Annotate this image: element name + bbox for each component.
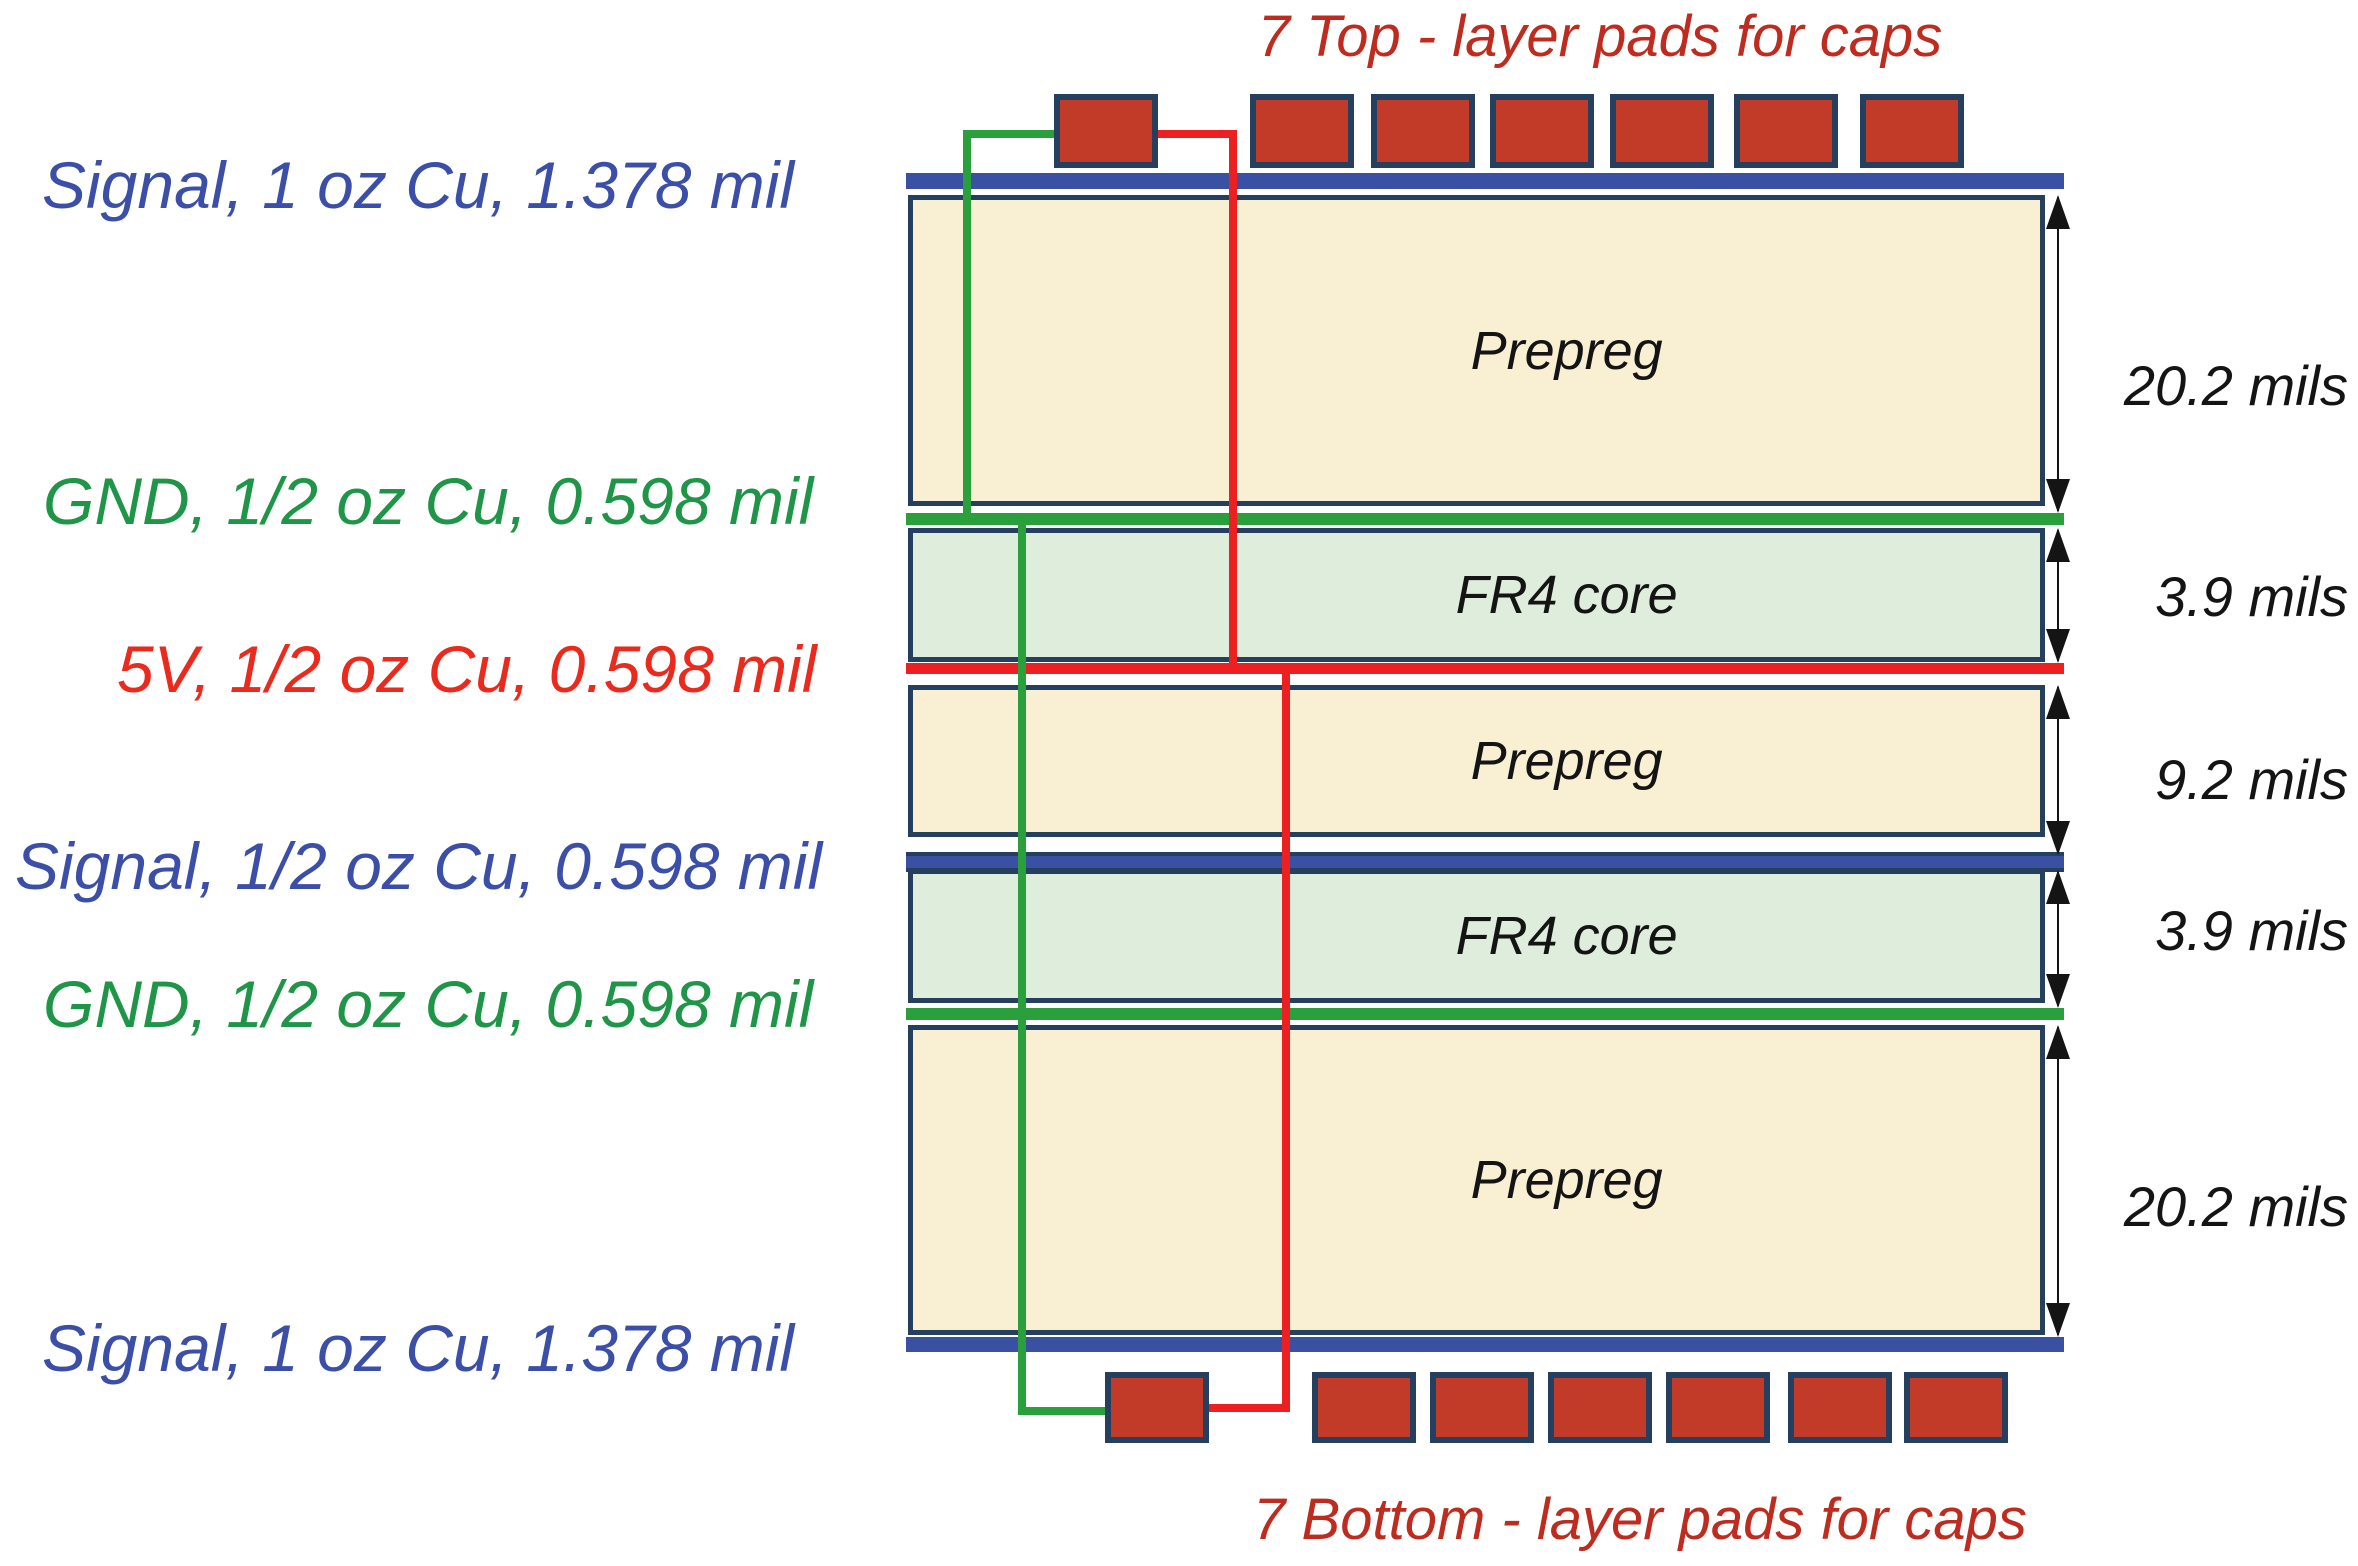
fr4-core-1-label: FR4 core (1455, 565, 1678, 625)
bottom-cap-pad-3 (1430, 1372, 1534, 1443)
red-via-top-connector (1152, 130, 1237, 138)
signal-inner-copper-bar (906, 852, 2064, 872)
top-cap-pad-4 (1490, 94, 1594, 168)
dim-arrow-down-icon (2046, 821, 2070, 855)
layer-label-signal-inner: Signal, 1/2 oz Cu, 0.598 mil (15, 829, 823, 903)
dim-line (2057, 872, 2059, 1006)
dim-arrow-fr4-1 (2046, 528, 2070, 663)
red-via-bottom-connector (1206, 1404, 1290, 1412)
top-cap-pad-3 (1371, 94, 1475, 168)
fr4-core-block-1: FR4 core (908, 528, 2045, 662)
layer-label-gnd-1: GND, 1/2 oz Cu, 0.598 mil (43, 464, 814, 538)
prepreg-2-label: Prepreg (1470, 731, 1663, 791)
dim-label-prepreg-2: 9.2 mils (2155, 748, 2348, 811)
bottom-cap-pad-7 (1904, 1372, 2008, 1443)
bottom-cap-pad-2 (1312, 1372, 1416, 1443)
top-cap-pad-1-via (1054, 94, 1158, 168)
dim-arrow-prepreg-2 (2046, 685, 2070, 855)
dim-label-prepreg-3: 20.2 mils (2123, 1175, 2348, 1238)
dim-arrow-fr4-2 (2046, 870, 2070, 1008)
bottom-cap-pad-1-via (1105, 1372, 1209, 1443)
signal-bottom-copper-bar (906, 1337, 2064, 1352)
dim-label-fr4-2: 3.9 mils (2155, 899, 2348, 962)
layer-label-signal-bottom: Signal, 1 oz Cu, 1.378 mil (42, 1311, 795, 1385)
dim-arrow-down-icon (2046, 1303, 2070, 1337)
dim-arrow-prepreg-1 (2046, 195, 2070, 513)
bottom-pads-title: 7 Bottom - layer pads for caps (1253, 1487, 2027, 1552)
dim-arrow-up-icon (2046, 685, 2070, 719)
dim-arrow-down-icon (2046, 974, 2070, 1008)
power-5v-copper-bar (906, 663, 2064, 674)
top-pads-title: 7 Top - layer pads for caps (1257, 4, 1943, 69)
dim-arrow-down-icon (2046, 479, 2070, 513)
dim-label-prepreg-1: 20.2 mils (2123, 354, 2348, 417)
bottom-cap-pad-6 (1788, 1372, 1892, 1443)
dim-label-fr4-1: 3.9 mils (2155, 565, 2348, 628)
dim-arrow-up-icon (2046, 528, 2070, 562)
top-cap-pad-5 (1610, 94, 1714, 168)
top-cap-pad-7 (1860, 94, 1964, 168)
prepreg-3-label: Prepreg (1470, 1150, 1663, 1210)
green-via-lower-segment (1018, 513, 1026, 1415)
dim-arrow-up-icon (2046, 195, 2070, 229)
layer-label-5v: 5V, 1/2 oz Cu, 0.598 mil (117, 632, 817, 706)
prepreg-1-label: Prepreg (1470, 320, 1663, 381)
red-via-upper-segment (1229, 130, 1237, 670)
dim-arrow-down-icon (2046, 629, 2070, 663)
green-via-top-connector (963, 130, 1060, 138)
fr4-core-block-2: FR4 core (908, 869, 2045, 1003)
dim-arrow-up-icon (2046, 1025, 2070, 1059)
prepreg-block-2: Prepreg (908, 685, 2045, 837)
bottom-cap-pad-5 (1666, 1372, 1770, 1443)
top-cap-pad-2 (1250, 94, 1354, 168)
prepreg-block-3: Prepreg (908, 1025, 2045, 1335)
bottom-cap-pad-4 (1548, 1372, 1652, 1443)
gnd-2-copper-bar (906, 1008, 2064, 1020)
dim-line (2057, 530, 2059, 661)
signal-top-copper-bar (906, 173, 2064, 189)
layer-label-gnd-2: GND, 1/2 oz Cu, 0.598 mil (43, 967, 814, 1041)
fr4-core-2-label: FR4 core (1455, 906, 1678, 966)
top-cap-pad-6 (1734, 94, 1838, 168)
prepreg-block-1: Prepreg (908, 195, 2045, 506)
green-via-bottom-connector (1018, 1407, 1110, 1415)
dim-arrow-prepreg-3 (2046, 1025, 2070, 1337)
dim-arrow-up-icon (2046, 870, 2070, 904)
layer-label-signal-top: Signal, 1 oz Cu, 1.378 mil (42, 148, 795, 222)
green-via-upper-segment (963, 130, 971, 521)
red-via-lower-segment (1282, 663, 1290, 1412)
gnd-1-copper-bar (906, 513, 2064, 525)
dim-line (2057, 197, 2059, 511)
dim-line (2057, 687, 2059, 853)
dim-line (2057, 1027, 2059, 1335)
